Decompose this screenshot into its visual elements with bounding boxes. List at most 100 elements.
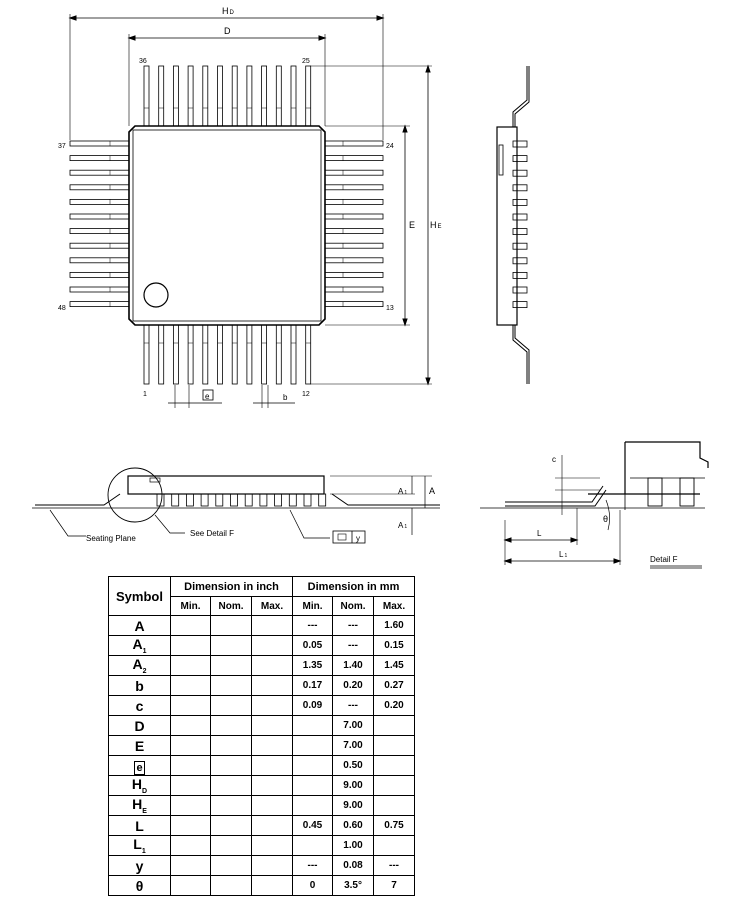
label-e-dim: E bbox=[409, 220, 415, 230]
side-pin bbox=[512, 286, 528, 294]
value-cell bbox=[292, 795, 334, 816]
pin-label-12: 12 bbox=[302, 391, 310, 398]
symbol-text: A bbox=[132, 636, 143, 653]
y-label: y bbox=[356, 534, 360, 543]
label-b: b bbox=[283, 393, 288, 402]
pins-top bbox=[143, 65, 312, 127]
value-cell: 0.60 bbox=[332, 815, 375, 836]
symbol-cell: HD bbox=[108, 775, 171, 796]
pin-left bbox=[69, 184, 130, 191]
detail-f bbox=[480, 441, 709, 569]
pin-right bbox=[324, 257, 384, 264]
symbol-text: θ bbox=[135, 877, 144, 894]
pin-bottom bbox=[290, 324, 297, 385]
front-pin bbox=[288, 493, 297, 507]
label-hd: HD bbox=[222, 6, 235, 16]
pin-right bbox=[324, 213, 384, 220]
subheader-row: Min.Nom.Max.Min.Nom.Max. bbox=[109, 596, 416, 616]
symbol-text: D bbox=[134, 717, 145, 734]
value-cell: 1.60 bbox=[373, 615, 416, 636]
pin-left bbox=[69, 198, 130, 205]
value-cell bbox=[250, 615, 294, 636]
label-c: c bbox=[552, 455, 556, 464]
symbol-subscript: 1 bbox=[142, 647, 147, 655]
value-cell: --- bbox=[332, 695, 375, 716]
value-cell bbox=[373, 775, 416, 796]
pin-bottom bbox=[202, 324, 209, 385]
symbol-text: L bbox=[133, 836, 142, 853]
pin-top bbox=[275, 65, 282, 127]
front-pin bbox=[244, 493, 253, 507]
side-pin bbox=[512, 140, 528, 148]
pin-top bbox=[202, 65, 209, 127]
front-pin bbox=[318, 493, 327, 507]
front-pin bbox=[215, 493, 224, 507]
value-cell bbox=[292, 775, 334, 796]
value-cell: 9.00 bbox=[332, 795, 375, 816]
value-cell: --- bbox=[292, 855, 334, 876]
pin-top bbox=[246, 65, 253, 127]
pin-bottom bbox=[158, 324, 165, 385]
value-cell: 0.09 bbox=[292, 695, 334, 716]
label-a1-lower: A1 bbox=[398, 521, 407, 530]
pin-right bbox=[324, 198, 384, 205]
front-pins bbox=[156, 493, 327, 507]
pin-bottom bbox=[217, 324, 223, 385]
symbol-cell: L bbox=[108, 815, 171, 836]
value-cell bbox=[250, 715, 294, 736]
value-cell bbox=[373, 835, 416, 856]
value-cell bbox=[170, 815, 211, 836]
side-pin bbox=[512, 198, 528, 206]
value-cell bbox=[250, 775, 294, 796]
value-cell bbox=[170, 635, 211, 656]
pin-left bbox=[69, 271, 130, 278]
subheader-cell: Max. bbox=[250, 596, 294, 616]
value-cell bbox=[170, 775, 211, 796]
value-cell bbox=[210, 775, 252, 796]
front-pin bbox=[259, 493, 268, 507]
pin-left bbox=[69, 155, 130, 162]
value-cell bbox=[373, 755, 416, 776]
pin-left bbox=[69, 140, 130, 147]
pin-right bbox=[324, 228, 384, 235]
value-cell bbox=[170, 735, 211, 756]
value-cell: 1.35 bbox=[292, 655, 334, 676]
pin-left bbox=[69, 257, 130, 264]
table-row: y---0.08--- bbox=[108, 855, 416, 876]
value-cell bbox=[170, 875, 211, 896]
symbol-cell: c bbox=[108, 695, 171, 716]
table-row: D 7.00 bbox=[108, 715, 416, 736]
value-cell bbox=[373, 735, 416, 756]
value-cell: 0 bbox=[292, 875, 334, 896]
table-row: A------1.60 bbox=[108, 615, 416, 636]
pin-left bbox=[69, 213, 130, 220]
value-cell: 7 bbox=[373, 875, 416, 896]
side-pin bbox=[512, 271, 528, 279]
see-detail-label: See Detail F bbox=[190, 529, 234, 538]
value-cell bbox=[210, 855, 252, 876]
value-cell: 0.75 bbox=[373, 815, 416, 836]
value-cell bbox=[250, 795, 294, 816]
value-cell: --- bbox=[332, 635, 375, 656]
value-cell bbox=[170, 835, 211, 856]
label-a1: A1 bbox=[398, 487, 407, 496]
pin-right bbox=[324, 169, 384, 176]
value-cell bbox=[210, 755, 252, 776]
pin-label-13: 13 bbox=[386, 305, 394, 312]
front-pin bbox=[171, 493, 180, 507]
value-cell bbox=[170, 615, 211, 636]
symbol-cell: e bbox=[108, 755, 171, 776]
subheader-cell: Min. bbox=[292, 596, 334, 616]
front-pin bbox=[200, 493, 209, 507]
value-cell bbox=[250, 735, 294, 756]
value-cell: 7.00 bbox=[332, 715, 375, 736]
symbol-text: y bbox=[135, 857, 144, 874]
pin-left bbox=[69, 242, 130, 249]
value-cell: 0.15 bbox=[373, 635, 416, 656]
value-cell bbox=[170, 855, 211, 876]
symbol-cell: A1 bbox=[108, 635, 171, 656]
package-drawing: HD D 36 25 37 24 48 13 1 12 E HE e b bbox=[32, 6, 709, 569]
value-cell bbox=[250, 675, 294, 696]
value-cell bbox=[250, 815, 294, 836]
